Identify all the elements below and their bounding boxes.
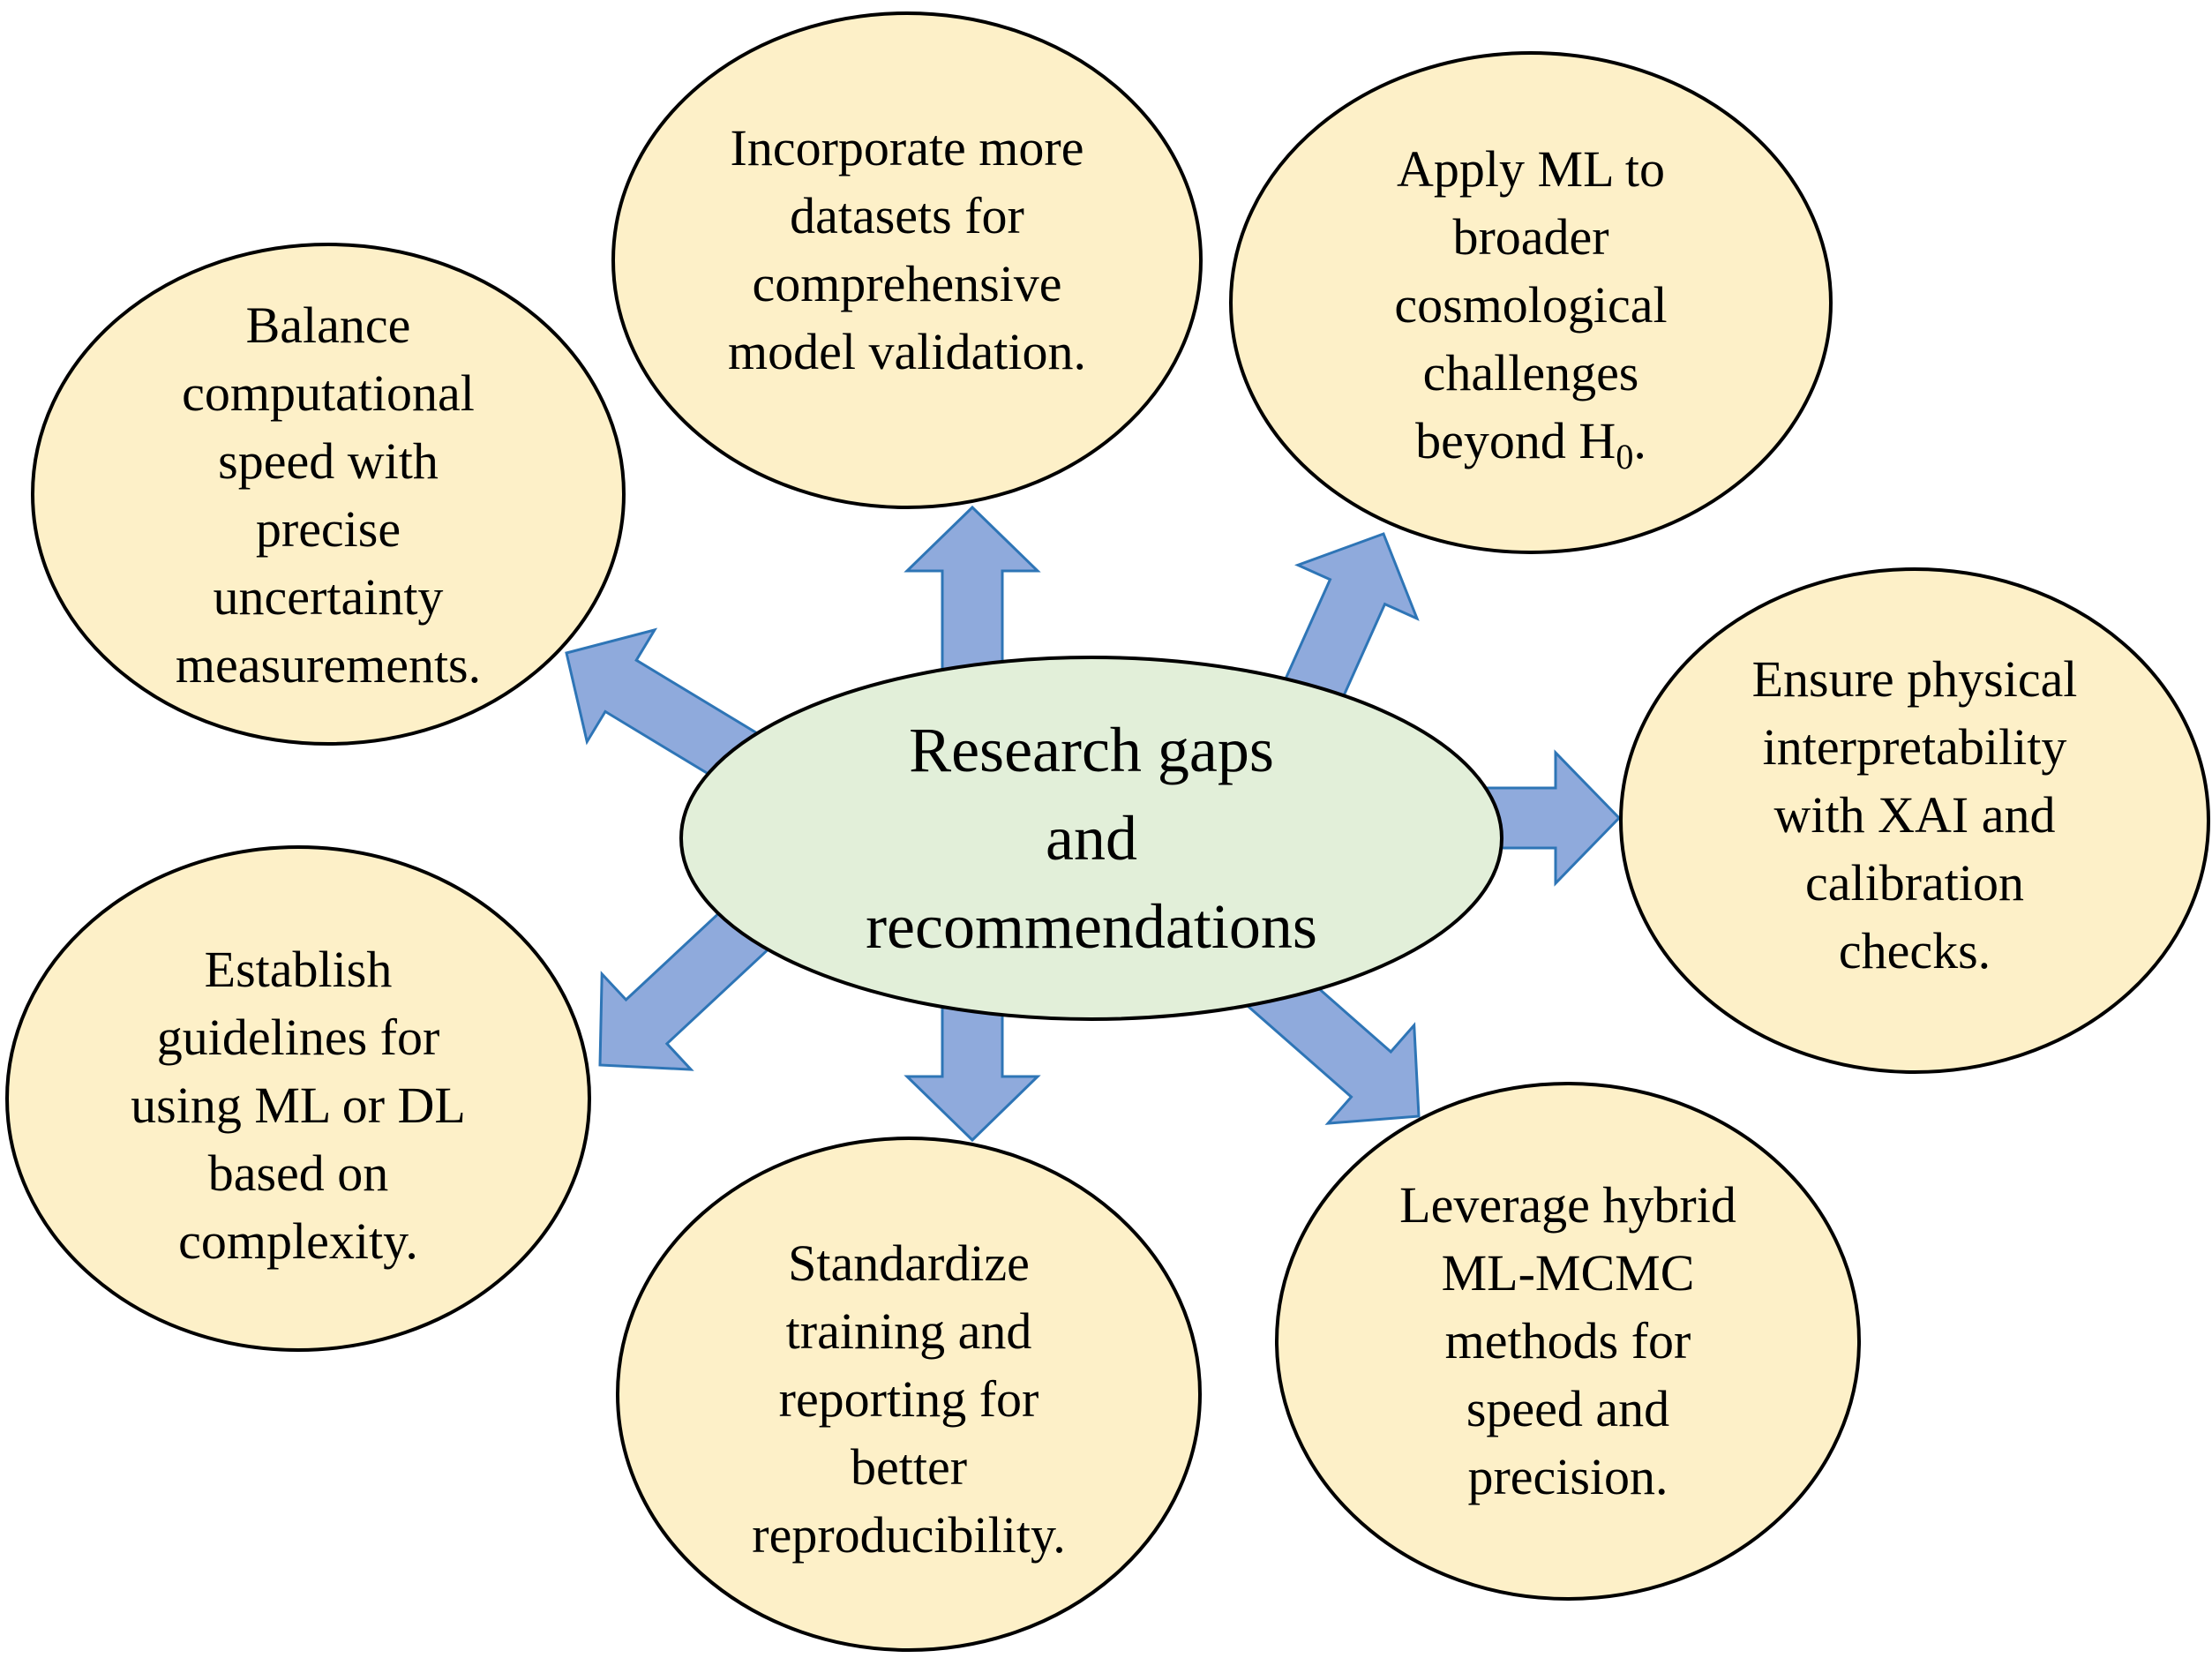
node-datasets-line-4: model validation. [728,323,1086,380]
node-standardize-label: Standardize training and reporting for b… [644,1227,1173,1571]
node-standardize-line-2: training and [785,1302,1032,1360]
node-guidelines-line-4: based on [207,1144,389,1202]
node-balance-label: Balance computational speed with precise… [64,291,593,699]
node-interpretability-line-3: with XAI and [1773,785,2056,844]
node-interpretability-line-2: interpretability [1762,717,2067,776]
node-interpretability-line-5: checks. [1838,921,1991,979]
node-guidelines-line-2: guidelines for [156,1008,440,1066]
node-broader-ellipse [1229,51,1833,554]
node-standardize-line-3: reporting for [778,1369,1039,1428]
node-broader-line-5-subscript: 0 [1616,436,1634,476]
node-guidelines-line-1: Establish [204,940,393,998]
node-broader-line-5-end: . [1633,411,1646,469]
node-balance-line-3: speed with [218,432,439,490]
node-interpretability-line-1: Ensure physical [1751,649,2078,708]
node-datasets-label: Incorporate more datasets for comprehens… [642,113,1172,386]
center-label: Research gaps and recommendations [712,706,1471,971]
center-line-2: and [1046,803,1137,874]
node-broader-line-3: cosmological [1394,275,1668,334]
node-balance-line-4: precise [255,500,401,558]
node-hybrid-line-2: ML-MCMC [1441,1243,1695,1302]
node-broader-line-5-main: beyond H [1415,411,1616,469]
node-hybrid-line-1: Leverage hybrid [1399,1175,1736,1234]
node-balance-line-2: computational [182,364,475,422]
node-datasets-line-1: Incorporate more [730,119,1084,176]
node-standardize-ellipse [616,1137,1202,1652]
center-line-3: recommendations [866,891,1317,962]
node-broader-line-5: beyond H0. [1415,407,1646,475]
node-guidelines-line-3: using ML or DL [131,1076,466,1134]
node-balance-line-6: measurements. [175,636,482,694]
node-standardize-line-5: reproducibility. [752,1505,1066,1564]
node-balance-line-5: uncertainty [213,568,444,626]
node-standardize-line-1: Standardize [788,1234,1030,1292]
node-datasets-line-3: comprehensive [752,255,1062,312]
node-standardize-line-4: better [850,1437,968,1496]
node-broader-line-4: challenges [1422,343,1639,401]
node-balance-line-1: Balance [245,296,411,354]
node-interpretability-line-4: calibration [1804,853,2024,912]
node-interpretability-ellipse [1619,567,2210,1074]
node-interpretability-label: Ensure physical interpretability with XA… [1650,642,2179,987]
arrow-to-broader [1281,532,1420,711]
node-hybrid-line-4: speed and [1466,1379,1670,1437]
node-guidelines-line-5: complexity. [178,1212,418,1270]
node-broader-line-1: Apply ML to [1397,139,1665,198]
node-hybrid-ellipse [1275,1082,1861,1601]
node-guidelines-label: Establish guidelines for using ML or DL … [34,933,563,1277]
node-hybrid-label: Leverage hybrid ML-MCMC methods for spee… [1303,1168,1833,1512]
node-broader-line-2: broader [1452,207,1609,266]
node-balance-ellipse [31,243,626,746]
node-broader-label: Apply ML to broader cosmological challen… [1266,132,1796,476]
node-hybrid-line-5: precision. [1467,1447,1668,1505]
center-ellipse [679,656,1503,1021]
node-guidelines-ellipse [5,845,591,1352]
node-hybrid-line-3: methods for [1444,1311,1691,1369]
center-line-1: Research gaps [909,715,1274,785]
node-datasets-line-2: datasets for [790,187,1024,244]
node-datasets-ellipse [611,11,1203,509]
